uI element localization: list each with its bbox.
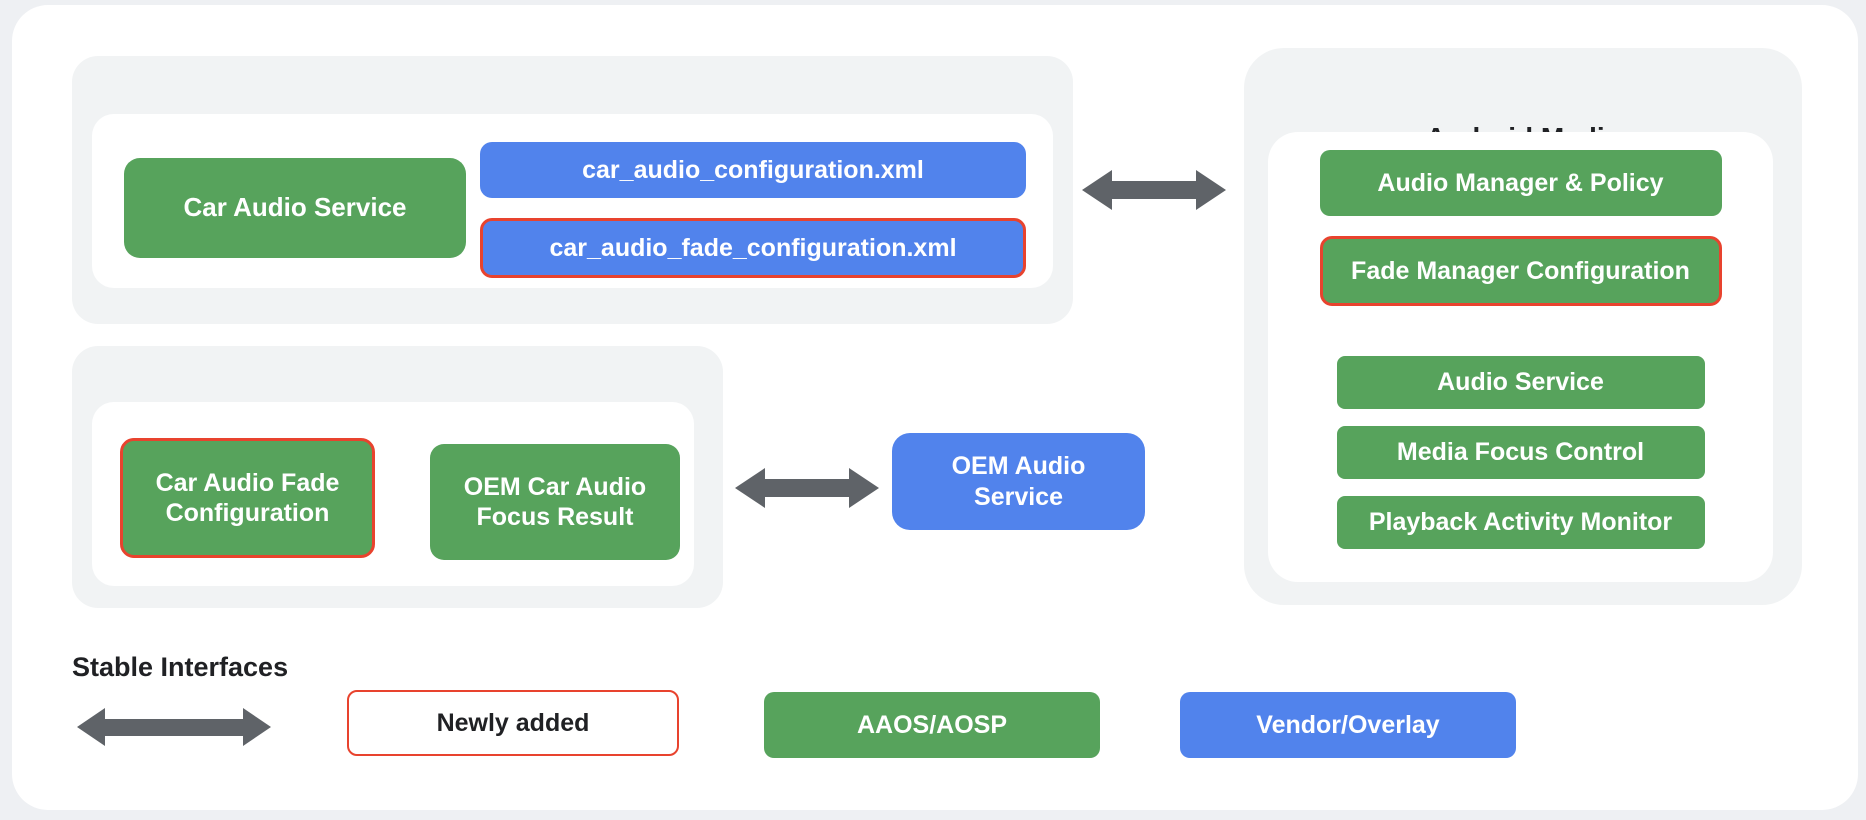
node-car-audio-fade-configuration-xml: car_audio_fade_configuration.xml [480,218,1026,278]
double-arrow-icon [1082,170,1226,210]
node-audio-manager-policy: Audio Manager & Policy [1319,150,1722,216]
node-oem-car-audio-focus-result: OEM Car Audio Focus Result [430,444,680,560]
group-car-oem-focus: Car Oem Focus Car Audio Fade Configurati… [72,346,723,608]
arrow-shaft [105,718,243,736]
node-fade-manager-configuration: Fade Manager Configuration [1319,236,1722,306]
node-audio-service: Audio Service [1336,356,1705,409]
xml-file-column: car_audio_configuration.xml car_audio_fa… [480,142,1026,278]
arrow-head-left [77,708,105,746]
legend-stable-interfaces-label: Stable Interfaces [72,652,289,682]
group-android-media: Android Media Audio Manager & Policy Fad… [1244,48,1802,605]
arrow-head-right [243,708,271,746]
legend-newly-added: Newly added [347,690,679,756]
group-car-service: Car Service Car Audio Service car_audio_… [72,56,1073,324]
arrow-head-right [849,468,879,508]
node-playback-activity-monitor: Playback Activity Monitor [1336,496,1705,549]
arrow-head-right [1196,170,1226,210]
double-arrow-icon [735,468,879,508]
node-oem-audio-service: OEM Audio Service [892,433,1145,530]
arrow-head-left [1082,170,1112,210]
node-car-audio-configuration-xml: car_audio_configuration.xml [480,142,1026,198]
node-car-audio-service: Car Audio Service [124,158,466,258]
double-arrow-icon [77,708,271,746]
node-media-focus-control: Media Focus Control [1336,426,1705,479]
group-android-media-inner: Audio Manager & Policy Fade Manager Conf… [1268,132,1773,582]
arrow-shaft [765,479,849,497]
group-car-service-inner: Car Audio Service car_audio_configuratio… [92,114,1053,288]
arrow-shaft [1112,181,1196,199]
arrow-head-left [735,468,765,508]
node-car-audio-fade-configuration: Car Audio Fade Configuration [120,438,375,558]
legend-vendor-overlay: Vendor/Overlay [1180,692,1516,758]
group-car-oem-focus-inner: Car Audio Fade Configuration OEM Car Aud… [92,402,694,586]
legend-aaos-aosp: AAOS/AOSP [764,692,1100,758]
